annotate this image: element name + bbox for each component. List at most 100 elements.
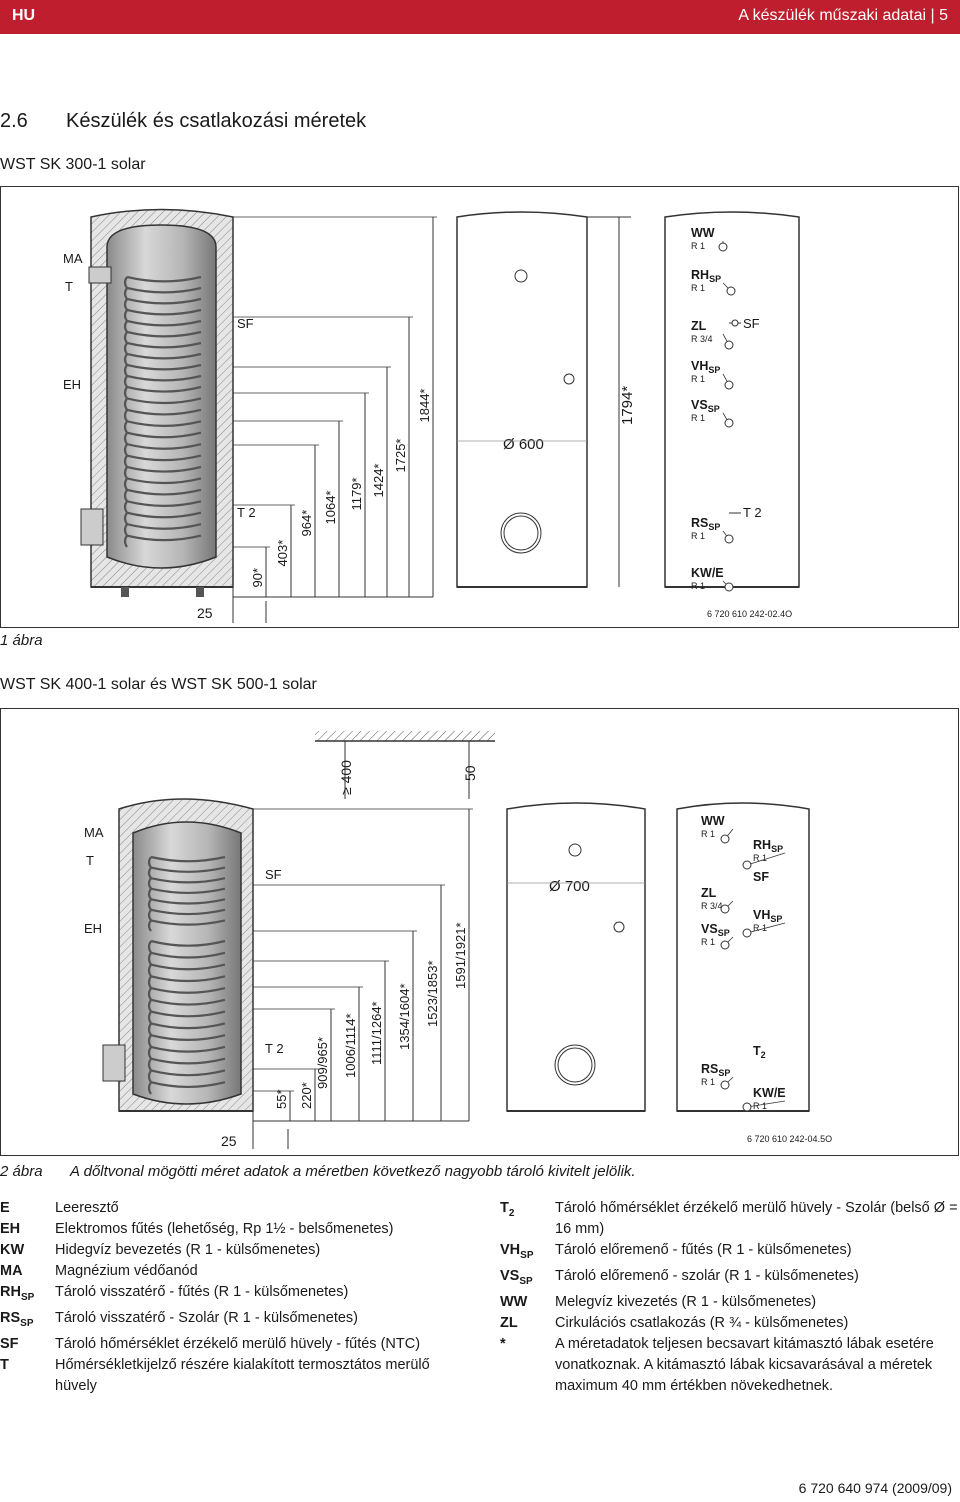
- connection-thread: R 1: [701, 1077, 715, 1087]
- electric-heater-port: [102, 1044, 126, 1082]
- side-view: [664, 211, 800, 588]
- side-view: [676, 802, 810, 1112]
- figure-code: 6 720 610 242-02.4O: [707, 609, 792, 619]
- legend-text: Leeresztő: [55, 1200, 119, 1216]
- connection-name: KW/E: [691, 566, 724, 580]
- heat-exchanger-coils: [147, 855, 226, 1095]
- legend-key: T2: [500, 1200, 515, 1219]
- connection-thread: R 1: [753, 853, 767, 863]
- connection-name: VHSP: [753, 908, 782, 924]
- figure-1-drawing: MA T EH SF T 2 90*403*964*1064*1179*1424…: [63, 208, 800, 623]
- document-number: 6 720 640 974 (2009/09): [798, 1480, 952, 1496]
- connection-thread: R 1: [753, 1101, 767, 1111]
- legend-text: Hőmérsékletkijelző részére kialakított t…: [55, 1356, 430, 1394]
- legend-text: Tároló visszatérő - fűtés (R 1 - külsőme…: [55, 1284, 349, 1300]
- header-title: A készülék műszaki adatai | 5: [738, 7, 948, 24]
- fig1-caption: 1 ábra: [0, 632, 43, 649]
- inspection-flange: [554, 1044, 596, 1086]
- legend-right: T2 Tároló hőmérséklet érzékelő merülő hüv…: [500, 1198, 960, 1397]
- connection-name: RSSP: [691, 516, 720, 532]
- total-height: 1794*: [619, 386, 636, 425]
- dim-label: 1725*: [393, 439, 408, 473]
- section-title: Készülék és csatlakozási méretek: [66, 110, 367, 132]
- connection-name: T2: [753, 1044, 766, 1060]
- dim-label: 1179*: [349, 477, 364, 510]
- connection-name: VHSP: [691, 359, 720, 375]
- connection-name: ZL: [701, 886, 717, 900]
- legend-key: EH: [0, 1221, 21, 1237]
- figure-2: ≥ 400 50 MA T EH SF T 2 55*220*909/965*1…: [0, 708, 959, 1156]
- section-number: 2.6: [0, 110, 28, 132]
- dim-label: 909/965*: [315, 1037, 330, 1089]
- connection-name: WW: [691, 226, 715, 240]
- connection-thread: R 1: [701, 829, 715, 839]
- connection-name: SF: [753, 870, 769, 884]
- connection-thread: R 1: [691, 374, 705, 384]
- label-t: T: [86, 853, 94, 868]
- legend-key: T: [0, 1356, 9, 1373]
- fig2-caption-label: 2 ábra: [0, 1163, 43, 1180]
- dim-label: 1064*: [323, 491, 338, 525]
- dim-label: 1844*: [417, 389, 432, 423]
- side-t2: T 2: [743, 505, 762, 520]
- fig2-caption-text: A dőltvonal mögötti méret adatok a méret…: [70, 1163, 636, 1180]
- dim-ceiling: ≥ 400: [338, 760, 354, 795]
- label-sf: SF: [237, 316, 254, 331]
- connection-thread: R 1: [691, 581, 705, 591]
- legend-text: Tároló hőmérséklet érzékelő merülő hüvel…: [555, 1200, 958, 1237]
- label-ma: MA: [63, 251, 83, 266]
- legend-key: RSSP: [0, 1309, 34, 1329]
- front-view: [456, 211, 588, 588]
- connection-name: KW/E: [753, 1086, 786, 1100]
- connection-name: VSSP: [701, 922, 730, 938]
- legend-key: SF: [0, 1335, 19, 1352]
- side-sf: SF: [743, 316, 760, 331]
- legend-row: *A méretadatok teljesen becsavart kitáma…: [500, 1334, 960, 1397]
- connection-name: RHSP: [691, 268, 721, 284]
- dim-label: 1354/1604*: [397, 983, 412, 1050]
- connection-name: WW: [701, 814, 725, 828]
- connection-name: RSSP: [701, 1062, 730, 1078]
- dim-bottom: 25: [221, 1133, 237, 1149]
- dim-label: 1523/1853*: [425, 960, 440, 1027]
- dim-label: 90*: [250, 568, 265, 588]
- dim-bottom: 25: [197, 605, 213, 621]
- label-ma: MA: [84, 825, 104, 840]
- dim-label: 964*: [299, 510, 314, 537]
- connection-thread: R 1: [701, 937, 715, 947]
- electric-heater-port: [80, 508, 104, 546]
- connection-name: ZL: [691, 319, 707, 333]
- legend-text: Tároló előremenő - szolár (R 1 - külsőme…: [555, 1267, 859, 1284]
- inner-tank: [132, 821, 242, 1105]
- page-header: HU A készülék műszaki adatai | 5: [0, 0, 960, 34]
- ceiling: [315, 731, 495, 741]
- dim-label: 1111/1264*: [369, 1001, 384, 1065]
- legend-key: MA: [0, 1263, 23, 1279]
- connection-thread: R 1: [691, 531, 705, 541]
- dim-label: 220*: [299, 1082, 314, 1109]
- dim-label: 1006/1114*: [343, 1013, 358, 1078]
- section-heading: 2.6 Készülék és csatlakozási méretek: [0, 110, 366, 133]
- diameter-label: Ø 700: [549, 878, 590, 895]
- legend-key: KW: [0, 1242, 25, 1258]
- dim-label: 1424*: [371, 464, 386, 498]
- legend-row: MA Magnézium védőanód: [0, 1261, 470, 1282]
- legend-text: Magnézium védőanód: [55, 1263, 198, 1279]
- label-t2: T 2: [265, 1041, 284, 1056]
- connection-name: RHSP: [753, 838, 783, 854]
- legend-text: A méretadatok teljesen becsavart kitámas…: [555, 1335, 934, 1394]
- label-sf: SF: [265, 867, 282, 882]
- inspection-flange: [500, 512, 542, 554]
- label-eh: EH: [84, 921, 102, 936]
